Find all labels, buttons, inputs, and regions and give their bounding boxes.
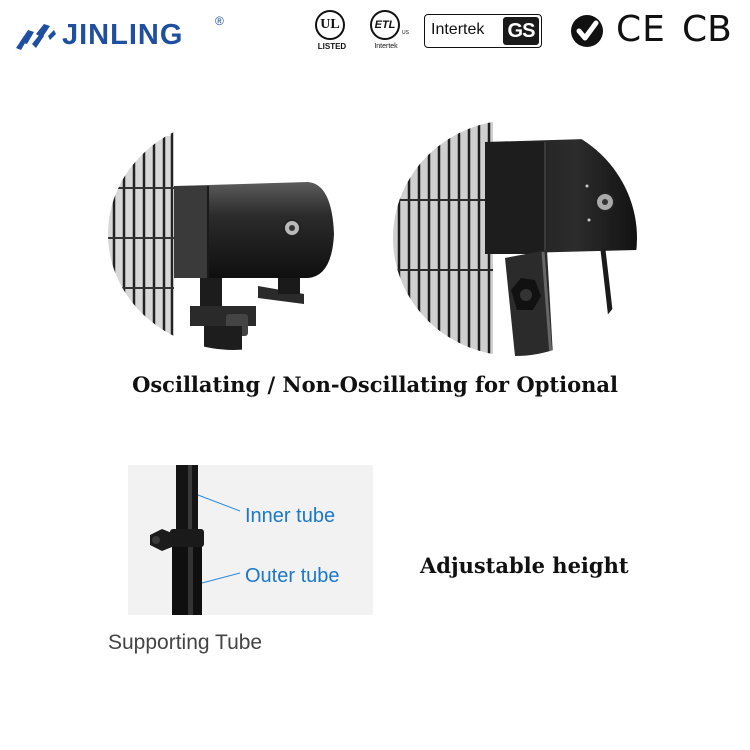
etl-circle-mark: ETL	[370, 10, 400, 40]
supporting-tube-caption: Supporting Tube	[108, 631, 263, 654]
oscillation-caption: Oscillating / Non-Oscillating for Option…	[132, 372, 618, 397]
non-oscillating-fan-photo	[393, 120, 637, 356]
brand-logo: JINLING	[14, 18, 229, 58]
etl-region: US	[402, 30, 409, 36]
ul-label: LISTED	[317, 42, 347, 51]
adjustable-height-caption: Adjustable height	[420, 553, 629, 578]
ce-mark: CE	[616, 9, 666, 50]
ul-mark: UL	[315, 10, 345, 40]
inner-tube-label: Inner tube	[245, 505, 336, 527]
intertek-gs-mark: Intertek GS	[424, 14, 542, 48]
outer-tube-label: Outer tube	[245, 565, 340, 587]
oscillating-fan-photo	[108, 118, 360, 350]
brand-name: JINLING	[62, 19, 184, 51]
ul-listed-mark: UL LISTED	[314, 10, 348, 58]
registered-trademark: ®	[215, 14, 224, 28]
jinling-logo-icon	[16, 24, 56, 50]
ccc-check-icon	[571, 15, 603, 47]
etl-label: Intertek	[374, 43, 398, 50]
supporting-tube-photo	[128, 465, 373, 615]
cb-mark: CB	[682, 9, 732, 50]
intertek-label: Intertek	[431, 21, 485, 38]
etl-mark: ETL US Intertek	[368, 10, 409, 58]
gs-badge: GS	[503, 17, 539, 45]
